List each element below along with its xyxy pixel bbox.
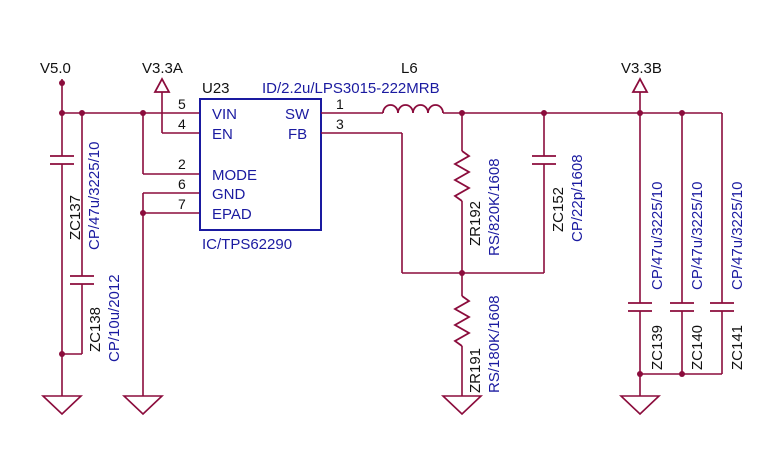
- ic-body: [199, 98, 322, 231]
- pin-name-epad: EPAD: [212, 206, 252, 223]
- zc141-value: CP/47u/3225/10: [729, 182, 746, 290]
- pin-number-en: 4: [178, 116, 186, 132]
- capacitor-zc137-symbol: [50, 155, 74, 165]
- zc140-ref: ZC140: [689, 325, 706, 370]
- ic-value: IC/TPS62290: [202, 236, 292, 253]
- resistor-zr192-symbol: [453, 150, 471, 202]
- zc139-value: CP/47u/3225/10: [649, 182, 666, 290]
- zc152-value: CP/22p/1608: [569, 154, 586, 242]
- pin-number-fb: 3: [336, 116, 344, 132]
- ground-symbol-2: [121, 395, 165, 416]
- pin-name-gnd: GND: [212, 186, 246, 203]
- zc138-ref: ZC138: [87, 307, 104, 352]
- pin-number-sw: 1: [336, 96, 344, 112]
- zc152-ref: ZC152: [550, 187, 567, 232]
- ic-ref: U23: [202, 80, 230, 97]
- pin-number-epad: 7: [178, 196, 186, 212]
- zc137-ref: ZC137: [67, 195, 84, 240]
- resistor-zr191-symbol: [453, 295, 471, 347]
- pin-name-mode: MODE: [212, 167, 257, 184]
- v33a-port-symbol: [153, 77, 171, 133]
- zc138-value: CP/10u/2012: [106, 274, 123, 362]
- zc141-ref: ZC141: [729, 325, 746, 370]
- ground-symbol-3: [440, 395, 484, 416]
- v50-port-symbol: [59, 79, 65, 113]
- zr191-ref: ZR191: [467, 348, 484, 393]
- capacitor-zc139-symbol: [628, 302, 652, 312]
- capacitor-zc140-symbol: [670, 302, 694, 312]
- v33b-port-symbol: [631, 77, 649, 113]
- zr191-value: RS/180K/1608: [486, 295, 503, 393]
- zc139-ref: ZC139: [649, 325, 666, 370]
- inductor-value: ID/2.2u/LPS3015-222MRB: [262, 80, 440, 97]
- net-label-v50: V5.0: [40, 60, 71, 77]
- pin-name-en: EN: [212, 126, 233, 143]
- pin-number-mode: 2: [178, 156, 186, 172]
- capacitor-zc138-symbol: [70, 275, 94, 285]
- zc137-value: CP/47u/3225/10: [86, 142, 103, 250]
- capacitor-zc152-symbol: [532, 155, 556, 165]
- pin-name-sw: SW: [285, 106, 310, 123]
- zr192-ref: ZR192: [467, 201, 484, 246]
- zc140-value: CP/47u/3225/10: [689, 182, 706, 290]
- pin-number-gnd: 6: [178, 176, 186, 192]
- pin-name-vin: VIN: [212, 106, 237, 123]
- ground-symbol-1: [40, 395, 84, 416]
- zr192-value: RS/820K/1608: [486, 158, 503, 256]
- pin-number-vin: 5: [178, 96, 186, 112]
- ground-symbol-4: [618, 395, 662, 416]
- capacitor-zc141-symbol: [710, 302, 734, 312]
- net-label-v33a: V3.3A: [142, 60, 183, 77]
- inductor-l6-symbol: [382, 104, 444, 114]
- pin-name-fb: FB: [288, 126, 307, 143]
- net-label-v33b: V3.3B: [621, 60, 662, 77]
- inductor-ref: L6: [401, 60, 418, 77]
